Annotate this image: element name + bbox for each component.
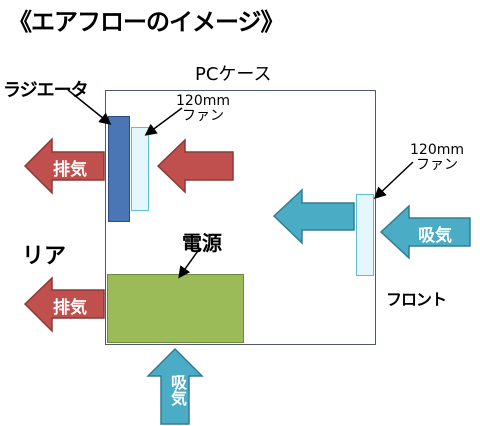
intake-arrow-bottom	[146, 347, 204, 425]
exhaust-arrow-top	[23, 137, 105, 195]
radiator-block	[108, 116, 130, 222]
radiator-pointer-line	[67, 89, 112, 125]
rear-fan-label: 120mm ファン	[176, 94, 230, 124]
power-supply-block	[107, 274, 244, 343]
internal-exhaust-arrow	[156, 138, 234, 194]
exhaust-top-text: 排気	[53, 160, 87, 180]
diagram-title: 《エアフローのイメージ》	[8, 8, 285, 36]
front-fan-label: 120mm ファン	[410, 143, 464, 173]
rear-fan-pointer-line	[144, 107, 183, 136]
radiator-label: ラジエータ	[3, 80, 89, 101]
rear-fan-block	[131, 127, 149, 211]
psu-label: 電源	[182, 231, 222, 255]
internal-intake-arrow	[272, 188, 355, 245]
intake-bottom-text: 吸気	[168, 374, 187, 406]
front-fan-block	[356, 194, 374, 276]
pc-case-outline	[105, 90, 376, 345]
intake-arrow-front	[379, 204, 471, 260]
front-label: フロント	[386, 290, 447, 309]
exhaust-bottom-text: 排気	[53, 298, 87, 318]
front-fan-label-text: 120mm ファン	[410, 142, 464, 173]
rear-label: リア	[22, 244, 67, 269]
pc-case-label: PCケース	[195, 64, 272, 85]
intake-front-text: 吸気	[418, 226, 452, 246]
front-fan-pointer-line	[373, 161, 414, 200]
rear-fan-label-text: 120mm ファン	[176, 93, 230, 124]
psu-pointer-line	[178, 247, 201, 279]
exhaust-arrow-bottom	[23, 276, 105, 333]
